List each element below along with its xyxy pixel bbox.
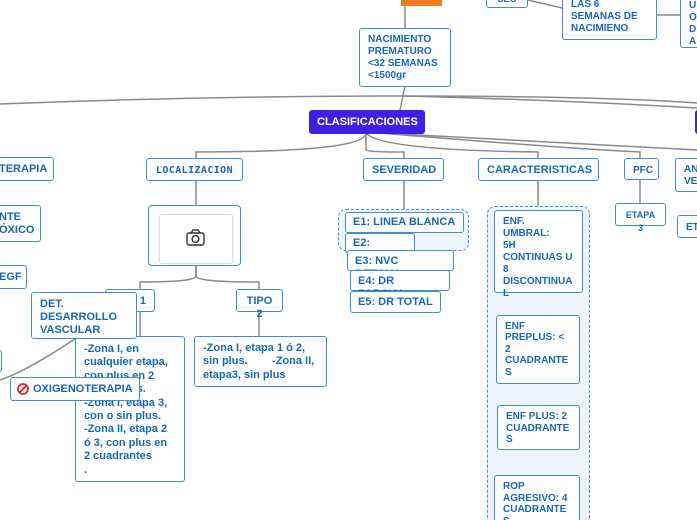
- aggressive-rop-node[interactable]: ROP AGRESIVO: 4 CUADRANTE S: [494, 475, 580, 520]
- vegf-node[interactable]: EGF: [0, 265, 27, 289]
- type2-node[interactable]: TIPO 2: [236, 289, 283, 320]
- severity-node[interactable]: SEVERIDAD: [363, 158, 444, 181]
- type2-description[interactable]: -Zona I, etapa 1 ó 2, sin plus. -Zona II…: [194, 336, 327, 387]
- threshold-disease-node[interactable]: ENF. UMBRAL: 5H CONTINUAS U 8 DISCONTINU…: [494, 210, 583, 299]
- image-card[interactable]: [148, 205, 241, 266]
- stage4-node[interactable]: E4: DR PARCIAL: [350, 270, 450, 300]
- type1-description[interactable]: -Zona I, en cualquier etapa, con plus en…: [75, 336, 185, 482]
- vascular-development-node[interactable]: DET. DESARROLLO VASCULAR: [31, 292, 137, 339]
- preplus-node[interactable]: ENF PREPLUS: < 2 CUADRANTE S: [496, 315, 580, 384]
- plus-disease-node[interactable]: ENF PLUS: 2 CUADRANTE S: [497, 405, 580, 450]
- characteristics-node[interactable]: CARACTERISTICAS: [478, 158, 599, 181]
- right-main-topic-edge[interactable]: [695, 110, 697, 134]
- right-an-node[interactable]: AN VE: [675, 158, 697, 192]
- camera-icon: [186, 229, 205, 246]
- top-right-node[interactable]: U O D A: [680, 0, 697, 48]
- no-entry-icon: [17, 383, 29, 395]
- location-node[interactable]: LOCALIZACION: [146, 158, 243, 181]
- oxygen-therapy-label: OXIGENOTERAPIA: [33, 383, 133, 395]
- orange-topic-tab[interactable]: [401, 0, 442, 6]
- seg-node[interactable]: SEG: [486, 0, 528, 8]
- oxygen-therapy-left-node[interactable]: TERAPIA: [0, 157, 54, 181]
- oxygen-therapy-node[interactable]: OXIGENOTERAPIA: [10, 377, 140, 401]
- image-placeholder: [159, 214, 233, 264]
- stage1-node[interactable]: E1: LINEA BLANCA: [345, 212, 464, 233]
- premature-birth-node[interactable]: NACIMIENTO PREMATURO <32 SEMANAS <1500gr: [359, 28, 451, 87]
- stage3-pfc-node[interactable]: ETAPA 3: [615, 203, 666, 233]
- classifications-main-topic[interactable]: CLASIFICACIONES: [309, 110, 425, 134]
- left-edge-node[interactable]: [0, 350, 2, 372]
- stage3-node[interactable]: E3: NVC RETINAL: [347, 250, 454, 280]
- stage5-node[interactable]: E5: DR TOTAL: [350, 291, 441, 313]
- antioxidant-node[interactable]: NTE ÓXICO: [0, 205, 41, 242]
- right-eta-node[interactable]: ETA: [677, 215, 697, 238]
- pfc-node[interactable]: PFC: [624, 158, 659, 180]
- weeks-node[interactable]: LAS 6 SEMANAS DE NACIMIENO: [562, 0, 657, 40]
